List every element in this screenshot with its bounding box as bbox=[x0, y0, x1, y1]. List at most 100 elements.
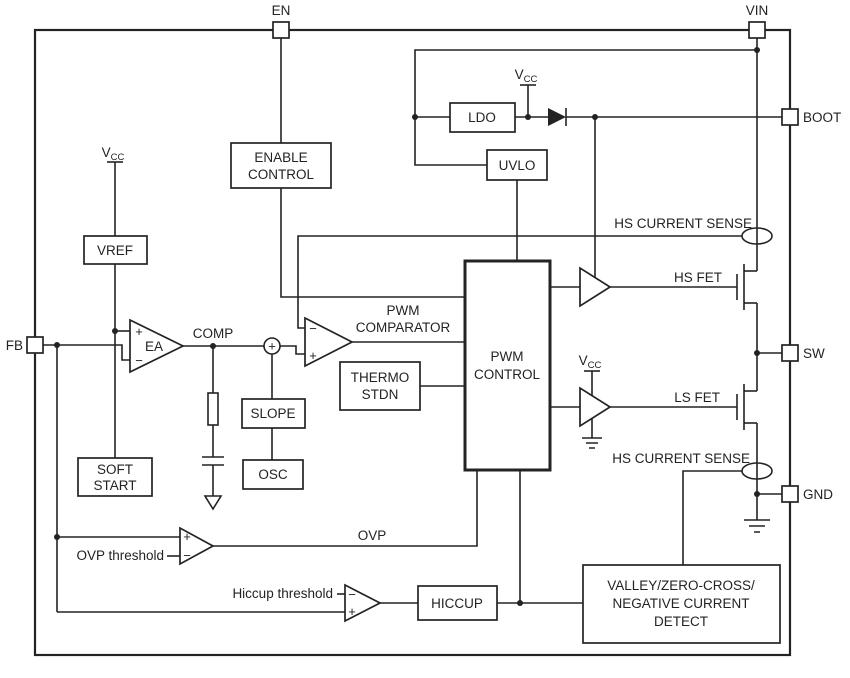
pwm-comparator-triangle bbox=[304, 316, 354, 368]
block-enable-control bbox=[230, 142, 332, 189]
junction-dot bbox=[412, 114, 418, 120]
block-enable-control-label-2: CONTROL bbox=[248, 167, 314, 182]
wire-enable-control-out bbox=[280, 188, 465, 298]
block-enable-control-label-1: ENABLE bbox=[254, 150, 307, 165]
ovp-threshold-label: OVP threshold bbox=[76, 548, 164, 563]
ground-open-triangle-icon bbox=[203, 495, 223, 511]
wire-summing-to-pwm-comp bbox=[280, 345, 305, 355]
wire-valley-to-sense bbox=[682, 470, 742, 565]
pin-vin bbox=[748, 21, 766, 39]
block-ldo-label: LDO bbox=[468, 110, 496, 125]
vcc-label-vref: VCC bbox=[102, 145, 125, 163]
junction-dots bbox=[54, 47, 760, 606]
pin-gnd-label: GND bbox=[803, 487, 833, 502]
hs-fet-label: HS FET bbox=[674, 270, 722, 285]
junction-dot bbox=[525, 114, 531, 120]
wire-ovp-output bbox=[213, 470, 478, 547]
junction-dot bbox=[754, 350, 760, 356]
ovp-comp-minus: − bbox=[183, 548, 191, 563]
block-thermo-stdn bbox=[339, 361, 421, 411]
junction-dot bbox=[754, 47, 760, 53]
hs-current-sense-bottom-label: HS CURRENT SENSE bbox=[612, 451, 750, 466]
error-amp-label: EA bbox=[145, 339, 163, 354]
vcc-label-ldo: VCC bbox=[515, 67, 538, 85]
junction-dot bbox=[210, 343, 216, 349]
block-soft-start-label-1: SOFT bbox=[97, 462, 133, 477]
junction-dot bbox=[54, 534, 60, 540]
pin-fb-label: FB bbox=[6, 338, 23, 353]
block-valley-label-3: DETECT bbox=[654, 614, 708, 629]
hs-fet-icon bbox=[736, 264, 745, 310]
block-hiccup bbox=[417, 585, 498, 621]
pin-sw-label: SW bbox=[803, 346, 825, 361]
block-osc bbox=[242, 459, 304, 490]
summing-node-icon bbox=[263, 337, 281, 355]
block-vref-label: VREF bbox=[97, 243, 133, 258]
pwm-comp-plus: + bbox=[309, 348, 317, 363]
junction-dot bbox=[54, 342, 60, 348]
junction-dot bbox=[754, 491, 760, 497]
ls-fet-icon bbox=[736, 384, 745, 430]
wires bbox=[43, 38, 782, 613]
block-pwm-control-label-2: CONTROL bbox=[474, 367, 540, 382]
error-amp-triangle bbox=[129, 318, 185, 374]
wire-fb-to-ea bbox=[43, 344, 130, 361]
wire-hs-sense-to-pwm-comp bbox=[297, 235, 742, 329]
resistor-icon bbox=[207, 392, 219, 426]
vcc-sub: CC bbox=[111, 152, 125, 163]
block-thermo-stdn-label-2: STDN bbox=[362, 387, 399, 402]
block-soft-start-label-2: START bbox=[93, 478, 136, 493]
ovp-comparator-triangle bbox=[179, 526, 215, 566]
hs-driver-triangle bbox=[579, 266, 612, 308]
wire-vin-to-ldo-uvlo bbox=[414, 49, 757, 166]
hiccup-comparator-triangle bbox=[344, 583, 382, 623]
hiccup-comp-plus: + bbox=[348, 604, 356, 619]
pwm-comp-label-2: COMPARATOR bbox=[356, 320, 451, 335]
pin-vin-label: VIN bbox=[746, 3, 769, 18]
error-amp-minus: − bbox=[135, 353, 143, 368]
hiccup-comp-minus: − bbox=[348, 587, 356, 602]
pin-boot-label: BOOT bbox=[803, 110, 841, 125]
block-thermo-stdn-label-1: THERMO bbox=[351, 370, 410, 385]
vcc-sub: CC bbox=[588, 360, 602, 371]
pin-gnd bbox=[781, 485, 799, 503]
block-pwm-control-label-1: PWM bbox=[491, 349, 524, 364]
block-soft-start bbox=[77, 457, 153, 497]
comp-net-label: COMP bbox=[193, 326, 234, 341]
junction-dot bbox=[517, 600, 523, 606]
block-osc-label: OSC bbox=[258, 467, 288, 482]
block-ldo bbox=[449, 102, 516, 133]
pwm-comp-label-1: PWM bbox=[387, 303, 420, 318]
current-sense-ellipse-top bbox=[741, 227, 773, 245]
block-slope bbox=[241, 398, 306, 429]
ovp-comp-plus: + bbox=[183, 529, 191, 544]
hs-current-sense-top-label: HS CURRENT SENSE bbox=[614, 216, 752, 231]
block-valley-label-2: NEGATIVE CURRENT bbox=[612, 596, 749, 611]
ls-driver-triangle bbox=[579, 386, 612, 428]
hiccup-threshold-label: Hiccup threshold bbox=[232, 586, 333, 601]
block-hiccup-label: HICCUP bbox=[431, 596, 483, 611]
junction-dot bbox=[112, 328, 118, 334]
pin-sw bbox=[781, 344, 799, 362]
vcc-sub: CC bbox=[524, 74, 538, 85]
error-amp-plus: + bbox=[135, 324, 143, 339]
capacitor-icon bbox=[202, 456, 224, 466]
vcc-label-ls-driver: VCC bbox=[579, 353, 602, 371]
pin-boot bbox=[781, 108, 799, 126]
summing-node-plus: + bbox=[268, 339, 276, 354]
ground-icon-ls-driver bbox=[582, 437, 602, 449]
pin-en bbox=[272, 21, 290, 39]
junction-dot bbox=[592, 114, 598, 120]
block-valley-detect bbox=[582, 564, 781, 644]
pwm-comp-minus: − bbox=[309, 321, 317, 336]
block-vref bbox=[83, 235, 148, 265]
ls-fet-label: LS FET bbox=[674, 390, 720, 405]
block-uvlo-label: UVLO bbox=[499, 158, 536, 173]
block-uvlo bbox=[486, 149, 548, 181]
ground-icon-power bbox=[744, 519, 770, 533]
current-sense-ellipse-bottom bbox=[741, 462, 773, 480]
block-pwm-control bbox=[463, 259, 552, 472]
vcc-v: V bbox=[515, 67, 524, 82]
block-valley-label-1: VALLEY/ZERO-CROSS/ bbox=[607, 578, 755, 593]
